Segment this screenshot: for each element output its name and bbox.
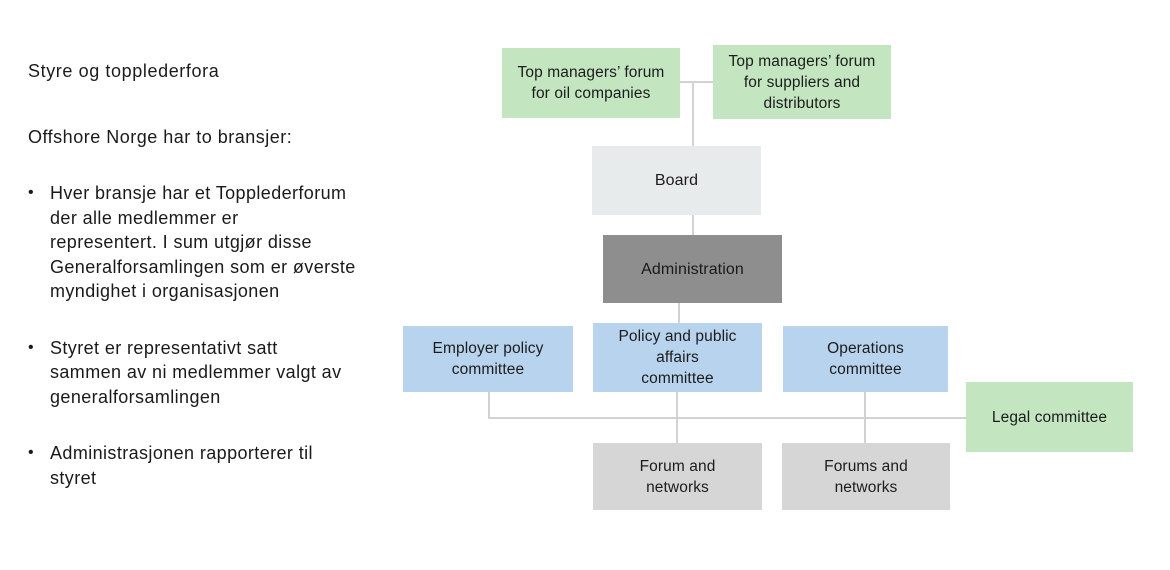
connector-line: [692, 82, 694, 146]
node-top-managers-forum-oil-companies: Top managers’ forum for oil companies: [502, 48, 680, 118]
intro-text: Offshore Norge har to bransjer:: [28, 127, 293, 147]
bullet-dot: •: [28, 184, 35, 201]
connector-line: [488, 392, 490, 418]
connector-line: [864, 392, 866, 443]
list-item: • Administrasjonen rapporterer til styre…: [28, 441, 418, 490]
connector-line: [692, 215, 694, 235]
bullet-text: Administrasjonen rapporterer til styret: [50, 443, 313, 488]
text-panel: Styre og topplederfora Offshore Norge ha…: [28, 60, 418, 490]
list-item: • Styret er representativt satt sammen a…: [28, 336, 418, 410]
node-operations-committee: Operations committee: [783, 326, 948, 392]
connector-line: [676, 392, 678, 443]
node-policy-public-affairs-committee: Policy and public affairs committee: [593, 323, 762, 392]
connector-line: [678, 303, 680, 326]
connector-line: [680, 81, 713, 83]
list-item: • Hver bransje har et Topplederforum der…: [28, 181, 418, 304]
node-administration: Administration: [603, 235, 782, 303]
node-legal-committee: Legal committee: [966, 382, 1133, 452]
node-forum-and-networks: Forum and networks: [593, 443, 762, 510]
bullet-text: Hver bransje har et Topplederforum der a…: [50, 183, 356, 301]
bullet-dot: •: [28, 338, 35, 356]
page-title: Styre og topplederfora: [28, 61, 220, 81]
node-top-managers-forum-suppliers-distributors: Top managers’ forum for suppliers and di…: [713, 45, 891, 119]
bullet-list: • Hver bransje har et Topplederforum der…: [28, 181, 418, 490]
node-forums-and-networks: Forums and networks: [782, 443, 950, 510]
bullet-dot: •: [28, 444, 35, 461]
connector-line: [488, 417, 966, 419]
node-employer-policy-committee: Employer policy committee: [403, 326, 573, 392]
node-board: Board: [592, 146, 761, 215]
bullet-text: Styret er representativt satt sammen av …: [50, 337, 342, 407]
